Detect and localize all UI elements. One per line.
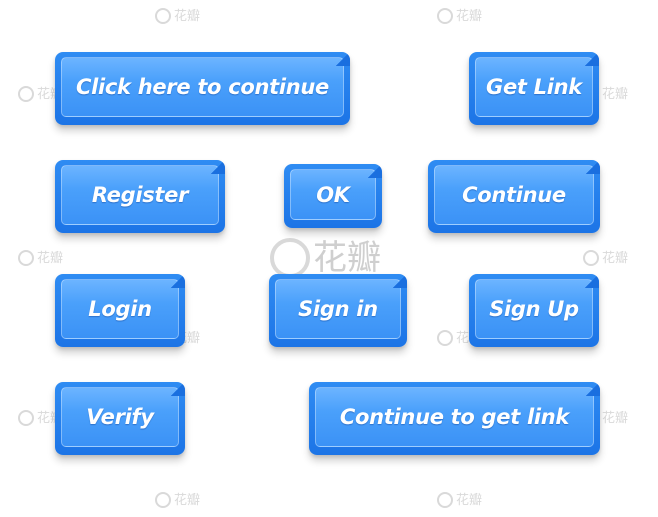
button-face[interactable]: Get Link — [475, 57, 593, 117]
watermark-text: 花瓣 — [602, 86, 629, 102]
button-face[interactable]: Register — [61, 165, 219, 225]
watermark-logo-icon — [18, 410, 34, 426]
watermark-logo-icon — [18, 86, 34, 102]
button-face[interactable]: Login — [61, 279, 179, 339]
sign-in-button[interactable]: Sign in — [269, 274, 407, 347]
watermark-text: 花瓣 — [602, 250, 629, 266]
corner-bevel — [336, 52, 350, 66]
watermark: 花瓣 — [583, 250, 628, 266]
button-label: Sign in — [298, 297, 378, 321]
continue-button[interactable]: Continue — [428, 160, 600, 233]
button-label: OK — [316, 182, 350, 207]
watermark: 花瓣 — [437, 8, 482, 24]
watermark-logo-icon — [18, 250, 34, 266]
watermark: 花瓣 — [437, 492, 482, 508]
corner-bevel — [171, 274, 185, 288]
watermark-text: 花瓣 — [313, 238, 381, 278]
button-label: Register — [91, 183, 189, 207]
button-face[interactable]: Sign in — [275, 279, 401, 339]
sign-up-button[interactable]: Sign Up — [469, 274, 599, 347]
button-face[interactable]: Verify — [61, 387, 179, 447]
verify-button[interactable]: Verify — [55, 382, 185, 455]
login-button[interactable]: Login — [55, 274, 185, 347]
click-here-to-continue-button[interactable]: Click here to continue — [55, 52, 350, 125]
corner-bevel — [585, 274, 599, 288]
watermark: 花瓣 — [155, 8, 200, 24]
button-face[interactable]: Continue to get link — [315, 387, 594, 447]
watermark-logo-icon — [583, 250, 599, 266]
corner-bevel — [586, 160, 600, 174]
button-face[interactable]: Click here to continue — [61, 57, 344, 117]
watermark-text: 花瓣 — [174, 492, 201, 508]
continue-to-get-link-button[interactable]: Continue to get link — [309, 382, 600, 455]
watermark: 花瓣 — [18, 250, 63, 266]
register-button[interactable]: Register — [55, 160, 225, 233]
watermark-logo-icon — [155, 8, 171, 24]
watermark-text: 花瓣 — [456, 492, 483, 508]
watermark-logo-icon — [155, 492, 171, 508]
watermark: 花瓣 — [155, 492, 200, 508]
corner-bevel — [368, 164, 382, 178]
button-label: Click here to continue — [75, 75, 330, 99]
ok-button[interactable]: OK — [284, 164, 382, 228]
button-label: Get Link — [486, 75, 582, 99]
button-label: Continue to get link — [339, 405, 570, 429]
corner-bevel — [586, 382, 600, 396]
watermark-text: 花瓣 — [174, 8, 201, 24]
corner-bevel — [211, 160, 225, 174]
get-link-button[interactable]: Get Link — [469, 52, 599, 125]
watermark-text: 花瓣 — [602, 410, 629, 426]
corner-bevel — [393, 274, 407, 288]
watermark-logo-icon — [437, 330, 453, 346]
watermark-text: 花瓣 — [37, 250, 64, 266]
watermark-logo-icon — [437, 492, 453, 508]
corner-bevel — [585, 52, 599, 66]
button-label: Verify — [86, 405, 154, 429]
watermark-text: 花瓣 — [456, 8, 483, 24]
corner-bevel — [171, 382, 185, 396]
button-label: Continue — [462, 183, 566, 207]
button-face[interactable]: Sign Up — [475, 279, 593, 339]
button-face[interactable]: OK — [290, 169, 376, 220]
watermark-logo-icon — [270, 238, 310, 278]
watermark-logo-icon — [437, 8, 453, 24]
button-label: Login — [88, 297, 152, 321]
button-label: Sign Up — [489, 297, 579, 321]
watermark-center: 花瓣 — [270, 238, 381, 278]
button-face[interactable]: Continue — [434, 165, 594, 225]
